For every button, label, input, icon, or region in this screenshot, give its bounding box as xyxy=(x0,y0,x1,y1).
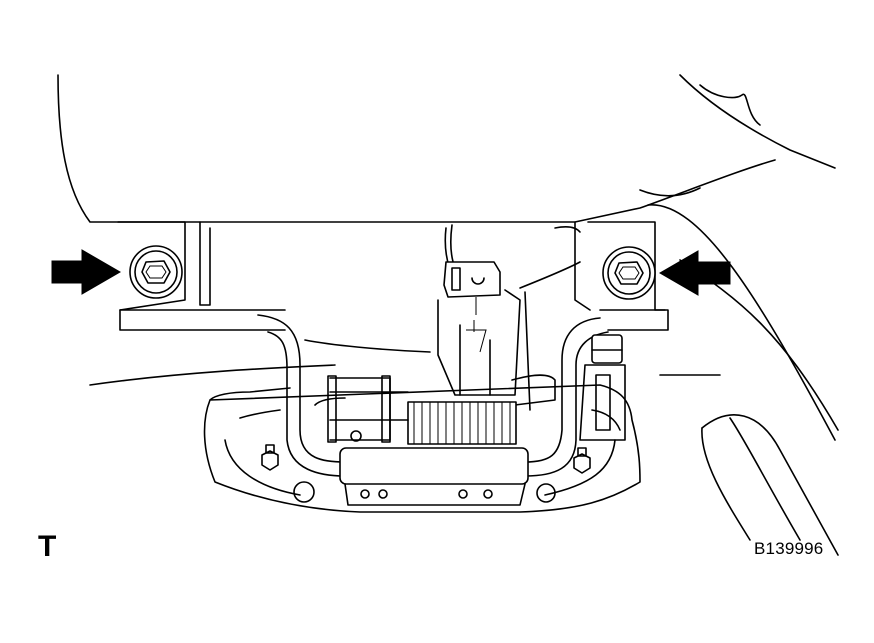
view-code-label: T xyxy=(38,530,57,563)
figure-id-label: B139996 xyxy=(754,539,824,558)
latch-assembly xyxy=(579,334,626,441)
cable-clip xyxy=(443,261,501,353)
arrow-left-icon xyxy=(659,250,731,296)
seat-base xyxy=(203,384,641,513)
mounting-studs xyxy=(261,444,591,474)
hex-bolt-icon xyxy=(261,444,279,471)
left-seat-bolt xyxy=(129,245,183,299)
arrow-right-icon xyxy=(51,249,121,295)
center-housing xyxy=(437,289,556,411)
seat-bracket xyxy=(117,221,669,331)
right-rail xyxy=(647,204,839,556)
hex-bolt-icon xyxy=(573,447,591,474)
right-seat-bolt xyxy=(602,246,656,300)
seat-cushion xyxy=(57,74,836,223)
return-spring xyxy=(327,375,517,445)
